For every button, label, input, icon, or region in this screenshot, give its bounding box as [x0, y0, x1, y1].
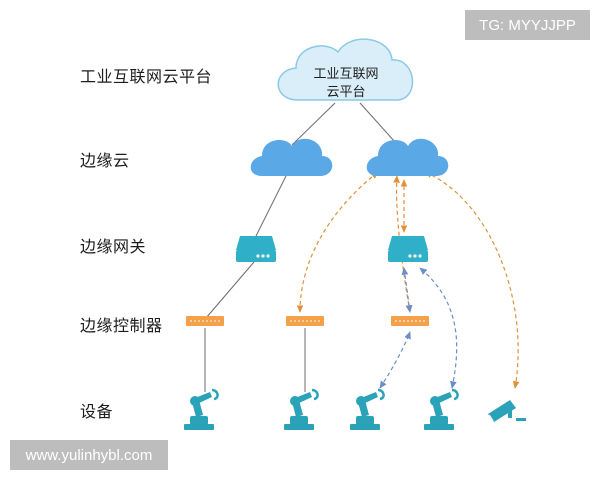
link-platform-edgecloud-right [359, 102, 396, 143]
layer-label-edge-gateway: 边缘网关 [80, 237, 147, 256]
link-camera-edgecloud [424, 171, 520, 389]
robot-arm-4-icon [424, 388, 459, 430]
link-controller2-edgecloud [296, 171, 379, 313]
cloud-platform-title-line1: 工业互联网 [313, 67, 378, 82]
solid-links [204, 102, 396, 392]
controller-3-icon [391, 316, 429, 326]
link-edgecloud-gateway [255, 171, 289, 237]
layer-label-edge-controller: 边缘控制器 [80, 316, 163, 335]
edge-cloud-left-icon [250, 138, 333, 176]
gateway-left-icon [236, 236, 276, 262]
layer-label-cloud-platform: 工业互联网云平台 [80, 67, 213, 86]
layer-label-edge-cloud: 边缘云 [80, 151, 130, 170]
camera-icon [488, 400, 526, 422]
cloud-platform-icon: 工业互联网 云平台 [277, 38, 414, 101]
link-robot3-controller3 [379, 331, 411, 389]
cloud-platform-title-line2: 云平台 [326, 85, 365, 100]
dashed-orange-links [296, 171, 520, 389]
watermark-url-badge: www.yulinhybl.com [10, 440, 168, 470]
link-controller3-edgecloud [393, 175, 413, 313]
edge-cloud-right-icon [366, 138, 449, 176]
layer-label-devices: 设备 [80, 402, 114, 421]
link-gateway-controller [205, 261, 255, 319]
robot-arm-3-icon [350, 388, 385, 430]
controller-1-icon [186, 316, 224, 326]
robot-arm-2-icon [284, 388, 319, 430]
link-gateway-controller3 [401, 267, 413, 313]
watermark-tg-badge: TG: MYYJJPP [465, 10, 590, 40]
gateway-right-icon [388, 236, 428, 262]
dashed-blue-links [379, 267, 458, 389]
robot-arm-1-icon [184, 388, 219, 430]
controller-2-icon [286, 316, 324, 326]
link-robot4-gateway [419, 267, 458, 389]
link-platform-edgecloud-left [291, 102, 336, 146]
